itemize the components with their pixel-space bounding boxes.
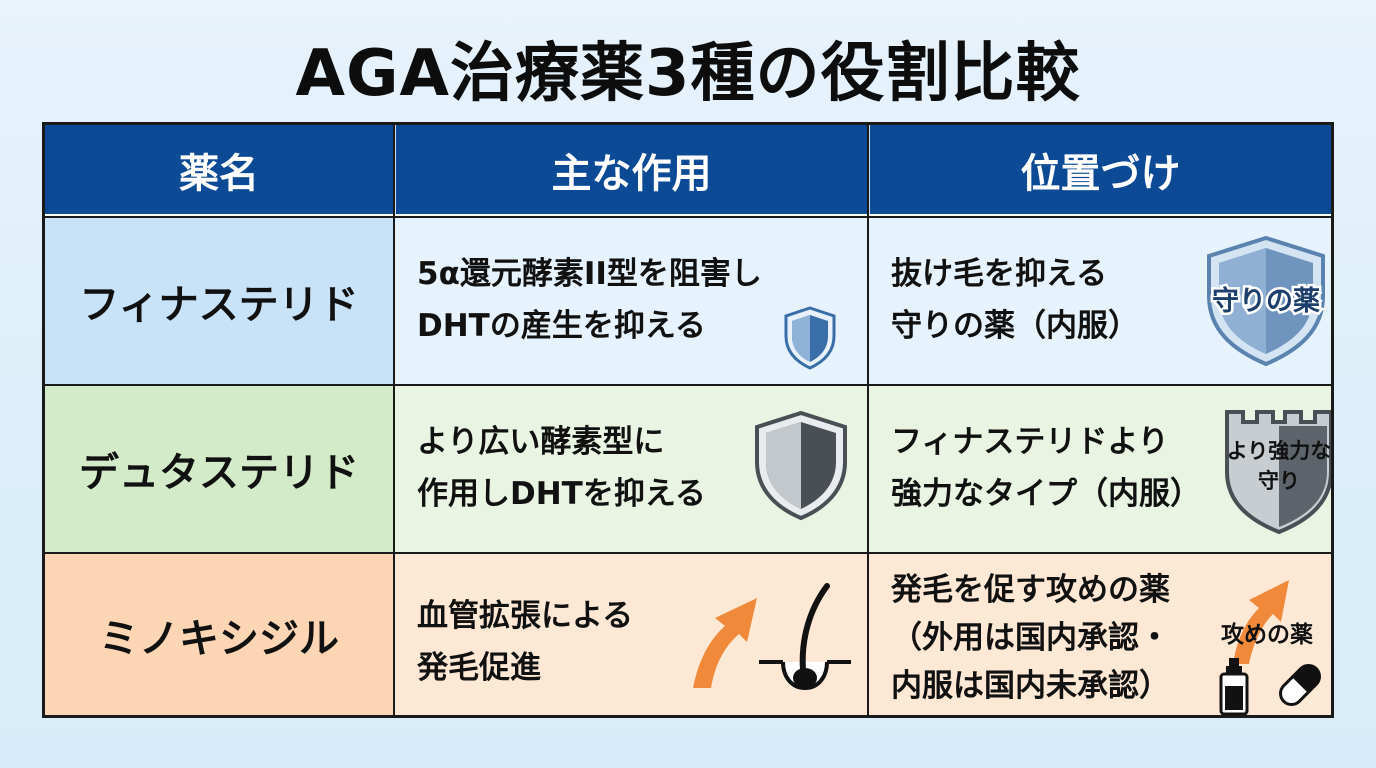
action-line: 血管拡張による: [417, 598, 634, 634]
dropper-bottle-icon: [1219, 658, 1249, 715]
header-action: 主な作用: [395, 125, 867, 216]
position-line: フィナステリドより: [891, 424, 1169, 460]
shield-gray-icon: [755, 410, 847, 521]
row-dutasteride-name: デュタステリド: [45, 386, 393, 552]
row-dutasteride-position: フィナステリドより 強力なタイプ（内服） より強力な 守り: [869, 386, 1331, 552]
row-dutasteride-action: より広い酵素型に 作用しDHTを抑える: [395, 386, 867, 552]
header-position: 位置づけ: [869, 125, 1331, 216]
row-finasteride-action: 5α還元酵素II型を阻害し DHTの産生を抑える: [395, 218, 867, 384]
row-finasteride-position: 抜け毛を抑える 守りの薬（内服） 守りの薬: [869, 218, 1331, 384]
action-line: 作用しDHTを抑える: [417, 476, 706, 512]
tower-shield-icon: [1225, 410, 1331, 535]
badge-label: 攻めの薬: [1221, 622, 1313, 648]
shield-icon: [784, 306, 836, 370]
row-minoxidil-name: ミノキシジル: [45, 554, 393, 715]
comparison-table: 薬名 主な作用 位置づけ フィナステリド 5α還元酵素II型を阻害し DHTの産…: [42, 122, 1334, 718]
position-line: 守りの薬（内服）: [891, 308, 1139, 344]
position-line: 発毛を促す攻めの薬: [891, 572, 1170, 608]
page-title: AGA治療薬3種の役割比較: [295, 37, 1081, 111]
action-line: より広い酵素型に: [417, 424, 665, 460]
position-line: 強力なタイプ（内服）: [891, 476, 1201, 512]
badge-label: 守りの薬: [1212, 285, 1320, 317]
badge-label: 守り: [1258, 469, 1300, 493]
row-finasteride-name: フィナステリド: [45, 218, 393, 384]
arrow-up-icon: [1233, 580, 1289, 664]
action-line: 発毛促進: [417, 650, 541, 686]
arrow-up-icon: [693, 598, 757, 688]
action-line: DHTの産生を抑える: [417, 308, 706, 344]
action-line: 5α還元酵素II型を阻害し: [417, 256, 762, 292]
position-line: （外用は国内承認・: [891, 620, 1170, 656]
header-name: 薬名: [45, 125, 393, 216]
hair-follicle-icon: [759, 583, 851, 691]
shield-badge-icon: 守りの薬: [1207, 235, 1325, 367]
row-minoxidil-action: 血管拡張による 発毛促進: [395, 554, 867, 715]
position-line: 抜け毛を抑える: [891, 256, 1108, 292]
position-line: 内服は国内未承認）: [891, 668, 1170, 704]
capsule-icon: [1279, 664, 1321, 706]
badge-label: より強力な: [1226, 439, 1331, 463]
row-minoxidil-position: 発毛を促す攻めの薬 （外用は国内承認・ 内服は国内未承認） 攻めの薬: [869, 554, 1331, 715]
